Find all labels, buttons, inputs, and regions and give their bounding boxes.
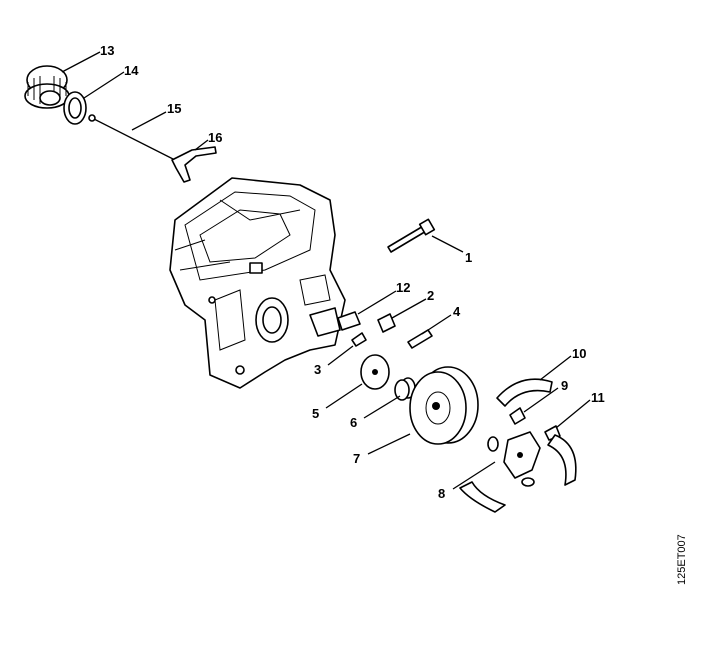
part-8-clutch xyxy=(459,431,577,513)
part-15-rod xyxy=(88,114,176,161)
callout-12: 12 xyxy=(396,280,410,295)
leader-lines xyxy=(61,51,591,490)
part-2-sleeve xyxy=(377,313,396,333)
part-7-clutch-drum xyxy=(409,366,479,445)
part-9-spring xyxy=(509,407,526,425)
callout-13: 13 xyxy=(100,43,114,58)
part-3-screw xyxy=(351,332,367,347)
part-12-pin xyxy=(337,311,361,331)
crankcase xyxy=(169,177,346,389)
callout-9: 9 xyxy=(561,378,568,393)
callout-3: 3 xyxy=(314,362,321,377)
callout-4: 4 xyxy=(453,304,461,319)
callout-5: 5 xyxy=(312,406,319,421)
callout-1: 1 xyxy=(465,250,472,265)
callout-8: 8 xyxy=(438,486,445,501)
callout-2: 2 xyxy=(427,288,434,303)
part-4-pin xyxy=(407,329,433,349)
callout-11: 11 xyxy=(591,390,605,405)
part-1-bolt xyxy=(387,218,436,253)
callout-10: 10 xyxy=(572,346,586,361)
drawing-code: 125ET007 xyxy=(676,534,688,585)
part-10-shoe xyxy=(496,378,553,407)
callout-15: 15 xyxy=(167,101,181,116)
callout-7: 7 xyxy=(353,451,360,466)
part-14-washer xyxy=(63,91,87,125)
part-5-washer xyxy=(360,354,390,390)
callout-6: 6 xyxy=(350,415,357,430)
part-16-lever xyxy=(171,146,217,183)
part-6-bearing xyxy=(394,377,416,401)
callout-16: 16 xyxy=(208,130,222,145)
callout-14: 14 xyxy=(124,63,139,78)
